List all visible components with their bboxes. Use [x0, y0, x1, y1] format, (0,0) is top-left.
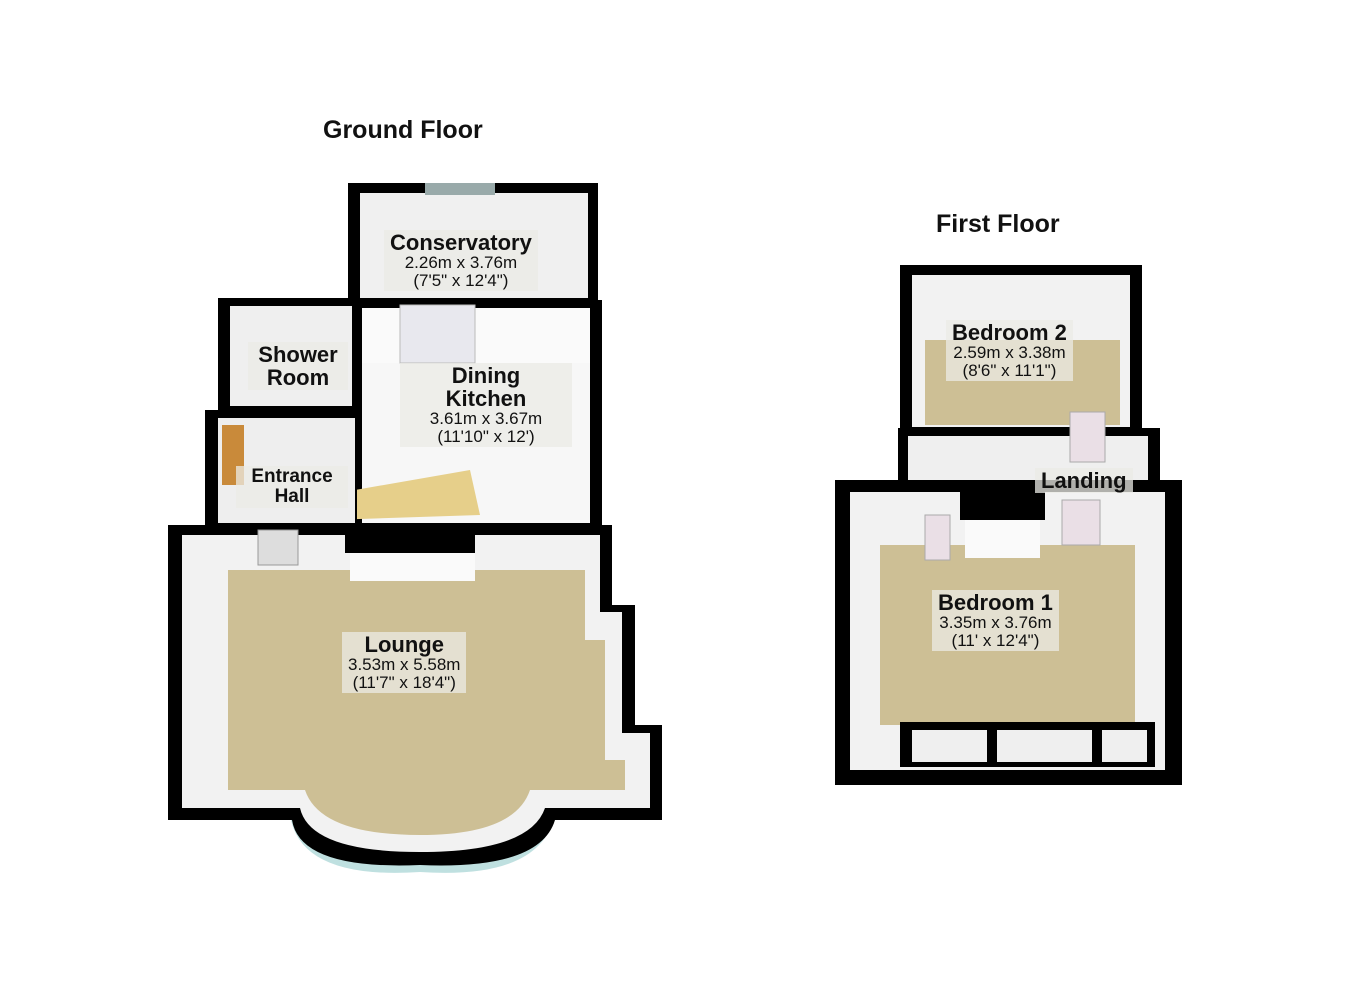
room-label-bedroom-1: Bedroom 1 3.35m x 3.76m (11' x 12'4") [932, 590, 1059, 651]
room-name: Conservatory [390, 230, 532, 255]
room-size-metric: 2.59m x 3.38m [953, 343, 1066, 363]
bedroom-1-door [1061, 499, 1101, 546]
room-name: Lounge [364, 632, 444, 657]
room-size-imperial: (8'6" x 11'1") [962, 360, 1057, 380]
room-size-imperial: (11'7" x 18'4") [352, 672, 456, 692]
room-size-imperial: (7'5" x 12'4") [413, 270, 509, 290]
conservatory-french-doors [425, 183, 495, 195]
ground-floor-title: Ground Floor [323, 116, 483, 144]
bedroom-2-door [1069, 411, 1106, 463]
kitchen-wall-face [362, 308, 590, 363]
first-floor-title: First Floor [936, 210, 1060, 238]
stair-bulkhead [960, 490, 1045, 520]
room-name: Bedroom 1 [938, 590, 1053, 615]
kitchen-double-doors [399, 304, 476, 364]
cupboard-door [924, 514, 951, 561]
fireplace-front [350, 553, 475, 581]
room-label-bedroom-2: Bedroom 2 2.59m x 3.38m (8'6" x 11'1") [946, 320, 1073, 381]
room-name: Landing [1041, 468, 1127, 493]
room-label-shower-room: Shower Room [248, 342, 348, 391]
room-name: Dining Kitchen [445, 363, 527, 412]
room-size-imperial: (11' x 12'4") [951, 630, 1040, 650]
room-name: Entrance Hall [251, 466, 333, 507]
cupboard [965, 520, 1040, 558]
wardrobe-2 [997, 730, 1092, 762]
wardrobe-3 [1102, 730, 1147, 762]
room-label-landing: Landing [1035, 468, 1133, 494]
room-label-conservatory: Conservatory 2.26m x 3.76m (7'5" x 12'4"… [384, 230, 538, 291]
room-size-metric: 3.53m x 5.58m [348, 655, 461, 675]
wardrobe-1 [912, 730, 987, 762]
room-label-entrance-hall: Entrance Hall [236, 466, 348, 508]
room-name: Shower Room [258, 342, 338, 391]
room-label-lounge: Lounge 3.53m x 5.58m (11'7" x 18'4") [342, 632, 467, 693]
lounge-carpet [228, 570, 625, 835]
room-size-metric: 3.35m x 3.76m [939, 613, 1052, 633]
room-label-dining-kitchen: Dining Kitchen 3.61m x 3.67m (11'10" x 1… [400, 363, 572, 447]
staircase [330, 470, 480, 520]
chimney-breast [345, 528, 475, 553]
room-size-metric: 2.26m x 3.76m [404, 253, 518, 273]
room-name: Bedroom 2 [952, 320, 1067, 345]
room-size-metric: 3.61m x 3.67m [429, 409, 543, 429]
room-size-imperial: (11'10" x 12') [437, 427, 535, 447]
lounge-door [257, 529, 299, 566]
